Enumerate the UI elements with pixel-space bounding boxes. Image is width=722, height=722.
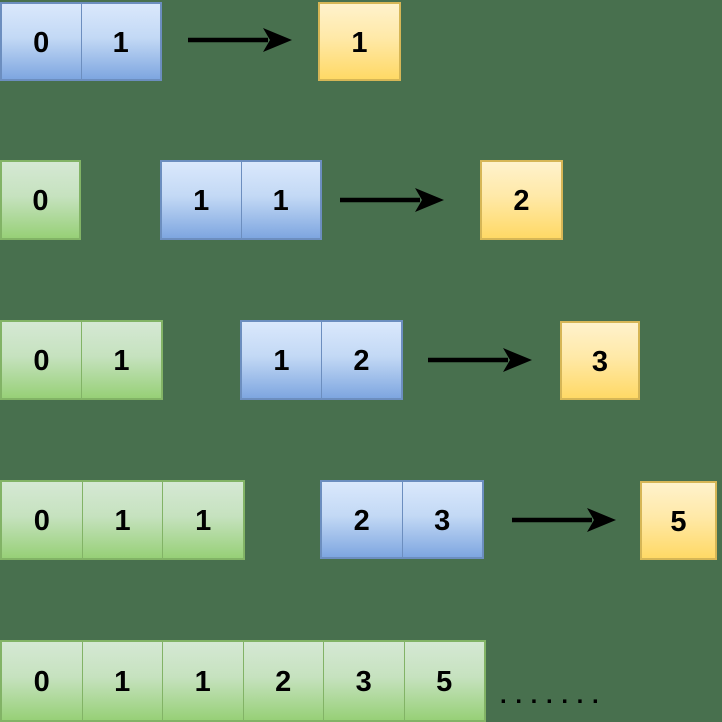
array-cell: 3	[324, 642, 405, 720]
result-value: 2	[513, 185, 530, 217]
array-cell: 1	[113, 345, 130, 377]
window-array-row3: 1 2	[240, 320, 403, 400]
array-cell: 0	[2, 642, 83, 720]
history-array-row4: 0 1 1	[0, 480, 245, 560]
result-value: 1	[351, 26, 368, 59]
array-cell: 1	[162, 162, 242, 238]
result-value: 5	[670, 505, 687, 538]
array-cell: 1	[163, 642, 244, 720]
window-array-row4: 2 3	[320, 480, 484, 559]
result-box-row3: 3	[560, 321, 640, 400]
array-cell: 1	[195, 505, 212, 537]
array-cell: 2	[244, 642, 324, 720]
array-cell: 2	[353, 345, 370, 377]
window-array-row2: 1 1	[160, 160, 322, 240]
array-cell: 1	[242, 322, 322, 398]
window-array-row1: 0 1	[0, 2, 162, 81]
history-array-row2: 0	[0, 160, 81, 240]
array-cell: 0	[32, 185, 49, 217]
ellipsis-dots: . . . . . . .	[500, 682, 600, 709]
history-array-row3: 0 1	[0, 320, 163, 400]
result-value: 3	[591, 345, 609, 378]
array-cell: 3	[434, 504, 451, 537]
array-cell: 1	[83, 482, 164, 558]
arrow-right-icon	[188, 28, 292, 52]
arrow-right-icon	[340, 188, 444, 212]
result-box-row4: 5	[640, 481, 717, 560]
array-cell: 0	[2, 4, 82, 79]
arrow-right-icon	[428, 348, 532, 372]
arrow-right-icon	[512, 508, 616, 532]
array-cell: 1	[272, 185, 289, 217]
array-cell: 0	[2, 482, 83, 558]
array-cell: 0	[2, 322, 82, 398]
array-cell: 1	[83, 642, 163, 720]
array-cell: 2	[322, 482, 403, 557]
sequence-array: 0 1 1 2 3 5	[0, 640, 486, 722]
result-box-row1: 1	[318, 2, 401, 81]
array-cell: 5	[436, 666, 453, 698]
result-box-row2: 2	[480, 160, 563, 240]
array-cell: 1	[112, 26, 129, 59]
